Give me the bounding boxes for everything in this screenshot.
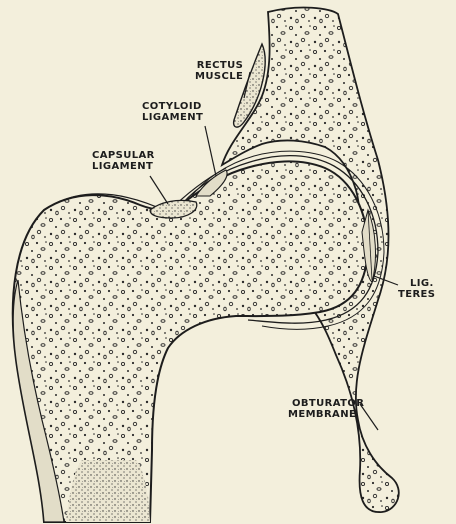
label-capsular-ligament: CAPSULAR LIGAMENT [92, 150, 155, 172]
label-rectus-muscle: RECTUS MUSCLE [195, 60, 243, 82]
label-lig-teres: LIG. TERES [398, 278, 435, 300]
cotyloid-leader [205, 126, 216, 176]
label-obturator-membrane: OBTURATOR MEMBRANE [288, 398, 364, 420]
medullary-cavity [66, 460, 150, 522]
label-cotyloid-ligament: COTYLOID LIGAMENT [142, 101, 203, 123]
femur [13, 161, 368, 522]
capsular-leader [150, 176, 168, 204]
